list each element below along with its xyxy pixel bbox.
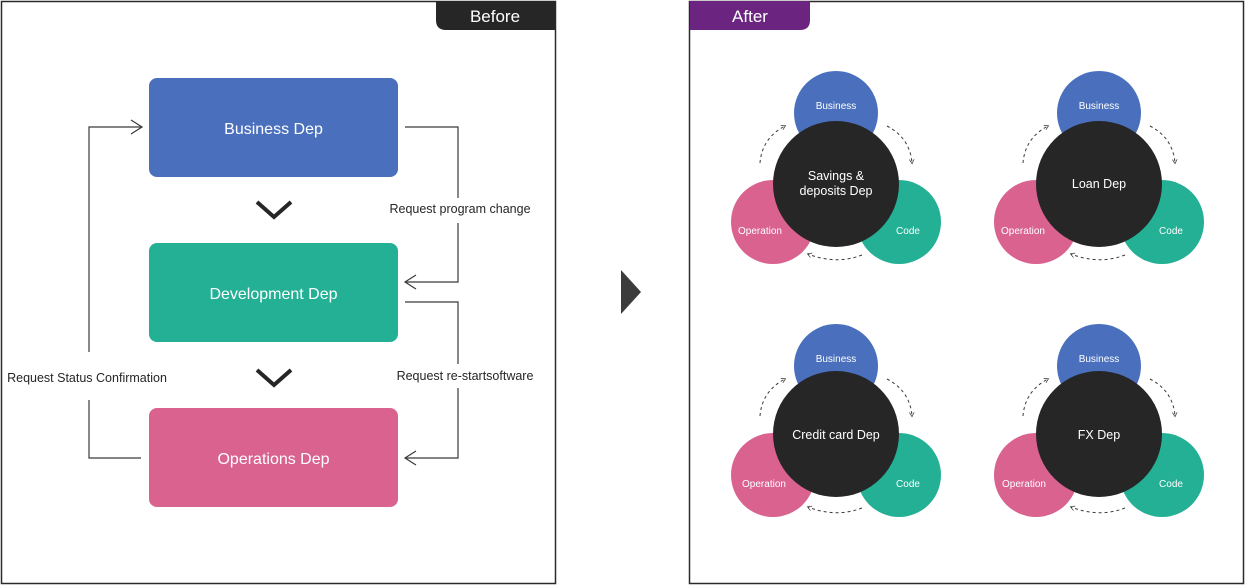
cycle-arrow-icon — [1149, 378, 1178, 418]
cycle-arrow-icon — [1022, 125, 1050, 164]
business-dep-label: Business Dep — [224, 121, 323, 138]
before-tab — [436, 1, 555, 30]
cluster-loan: Business Operation Code Loan Dep — [994, 71, 1204, 264]
arrow-right-icon — [130, 119, 144, 135]
arrow-left-icon — [403, 274, 417, 290]
connector-status-top — [88, 126, 142, 352]
cycle-arrow-icon — [1149, 125, 1178, 165]
center-label: Loan Dep — [1072, 177, 1126, 191]
operation-label: Operation — [742, 479, 786, 490]
center-circle — [1036, 121, 1162, 247]
business-label: Business — [1079, 354, 1120, 365]
center-label: Credit card Dep — [792, 428, 880, 442]
transition-arrow-icon — [621, 270, 641, 314]
center-circle — [773, 371, 899, 497]
connector-program-change-top — [405, 126, 459, 198]
chevron-down-icon — [255, 200, 293, 220]
business-dep-box — [149, 78, 398, 177]
after-panel: After Business Operation Code Savings & … — [688, 0, 1245, 585]
center-label: FX Dep — [1078, 428, 1120, 442]
request-program-change-label: Request program change — [389, 202, 530, 216]
chevron-down-icon — [255, 368, 293, 388]
development-dep-box — [149, 243, 398, 342]
cycle-arrow-icon — [1069, 505, 1126, 514]
cycle-arrow-icon — [806, 505, 863, 514]
after-tab — [690, 1, 810, 30]
business-label: Business — [816, 354, 857, 365]
cluster-savings-deposits: Business Operation Code Savings & deposi… — [731, 71, 941, 264]
code-label: Code — [896, 479, 920, 490]
center-circle — [1036, 371, 1162, 497]
request-status-confirmation-label: Request Status Confirmation — [7, 371, 167, 385]
cycle-arrow-icon — [886, 125, 915, 165]
cluster-credit-card: Business Operation Code Credit card Dep — [731, 324, 941, 517]
operations-dep-box — [149, 408, 398, 507]
operation-label: Operation — [1002, 479, 1046, 490]
cycle-arrow-icon — [1022, 378, 1050, 417]
center-circle — [773, 121, 899, 247]
operations-dep-label: Operations Dep — [217, 451, 329, 468]
code-label: Code — [1159, 226, 1183, 237]
before-panel: Before Business Dep Development Dep Oper… — [0, 0, 557, 585]
operation-label: Operation — [738, 226, 782, 237]
connector-restart-top — [405, 301, 459, 364]
center-label-line1: Savings & — [808, 169, 865, 183]
before-tab-label: Before — [470, 7, 520, 26]
connector-program-change-bottom — [405, 223, 459, 283]
cycle-arrow-icon — [806, 252, 863, 261]
cycle-arrow-icon — [1069, 252, 1126, 261]
development-dep-label: Development Dep — [209, 286, 337, 303]
code-label: Code — [1159, 479, 1183, 490]
code-label: Code — [896, 226, 920, 237]
business-label: Business — [816, 101, 857, 112]
operation-label: Operation — [1001, 226, 1045, 237]
request-restart-software-label: Request re-startsoftware — [397, 369, 534, 383]
cycle-arrow-icon — [759, 378, 787, 417]
after-tab-label: After — [732, 7, 768, 26]
cycle-arrow-icon — [886, 378, 915, 418]
connector-status-bottom — [88, 400, 141, 459]
cycle-arrow-icon — [759, 125, 787, 164]
cluster-fx: Business Operation Code FX Dep — [994, 324, 1204, 517]
arrow-left-icon — [403, 450, 417, 466]
business-label: Business — [1079, 101, 1120, 112]
center-label-line2: deposits Dep — [800, 184, 873, 198]
connector-restart-bottom — [405, 388, 459, 459]
